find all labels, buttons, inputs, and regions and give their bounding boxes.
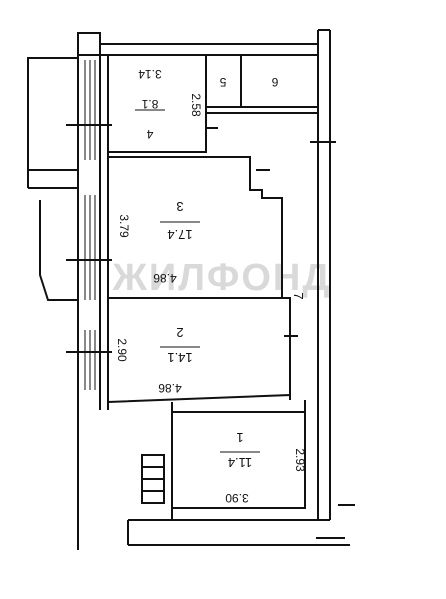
watermark-text: ЖИЛФОНД bbox=[112, 257, 332, 299]
room-7-number: 7 bbox=[291, 292, 306, 299]
room-2-number: 2 bbox=[176, 325, 183, 340]
room-2-dim-height: 2.90 bbox=[115, 338, 129, 362]
room-6-number: 6 bbox=[271, 75, 278, 89]
room-4-dim-width: 3.14 bbox=[138, 67, 162, 81]
room-1-number: 1 bbox=[236, 430, 243, 445]
room-4-number: 4 bbox=[146, 127, 153, 141]
room-5-number: 5 bbox=[219, 75, 226, 89]
room-2-dim-width: 4.86 bbox=[158, 381, 182, 395]
room-1-dim-height: 2.93 bbox=[293, 448, 307, 472]
room-3-dim-width: 4.86 bbox=[153, 271, 177, 285]
room-1-dim-width: 3.90 bbox=[225, 491, 249, 505]
room-3-dim-height: 3.79 bbox=[117, 214, 131, 238]
room-3-number: 3 bbox=[176, 199, 183, 214]
room-4-dim-height: 2.58 bbox=[189, 93, 203, 117]
room-2-area: 14.1 bbox=[167, 350, 192, 365]
room-4-area: 8.1 bbox=[141, 97, 158, 111]
walls bbox=[27, 29, 355, 550]
window-hatching bbox=[84, 60, 96, 390]
room-1-area: 11.4 bbox=[228, 455, 252, 470]
room-3-area: 17.4 bbox=[167, 227, 192, 242]
